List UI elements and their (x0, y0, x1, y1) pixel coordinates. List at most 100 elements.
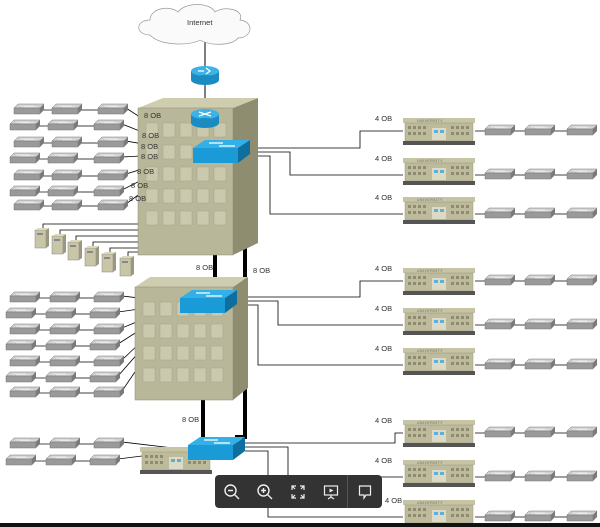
building-window (162, 144, 176, 160)
access-switch (97, 169, 129, 181)
access-switch (484, 470, 516, 482)
router (191, 109, 219, 128)
core-switch-1 (193, 140, 250, 163)
access-switch (524, 470, 556, 482)
access-switch (47, 119, 79, 131)
access-switch (93, 386, 125, 398)
zoom-in-button[interactable] (248, 475, 281, 508)
core-switch-3 (188, 437, 245, 460)
server (67, 239, 83, 261)
link (236, 280, 403, 298)
link-label: 8 OB (141, 152, 158, 161)
uplink-label: 4 OB (375, 154, 392, 163)
access-switch (5, 339, 37, 351)
building-window (213, 210, 227, 226)
building-window (196, 166, 210, 182)
internet-label: Internet (187, 18, 213, 27)
building-window (145, 166, 159, 182)
access-switch (89, 339, 121, 351)
access-switch (47, 152, 79, 164)
access-switch (524, 318, 556, 330)
access-switch (524, 358, 556, 370)
uplink-label: 4 OB (375, 416, 392, 425)
building-window (213, 188, 227, 204)
building-window (196, 210, 210, 226)
access-switch (566, 124, 598, 136)
link-label: 8 OB (142, 131, 159, 140)
access-switch (51, 169, 83, 181)
building-window (193, 367, 207, 383)
access-switch (93, 185, 125, 197)
building-window (196, 188, 210, 204)
building-window (179, 166, 193, 182)
fit-screen-button[interactable] (281, 475, 314, 508)
zoom-out-icon (223, 483, 239, 499)
access-switch (484, 207, 516, 219)
switch-arrows (209, 142, 235, 147)
access-switch (9, 185, 41, 197)
access-switch (566, 318, 598, 330)
access-switch (9, 119, 41, 131)
device-top (191, 66, 219, 76)
access-switch (51, 103, 83, 115)
building-window (142, 301, 156, 317)
switch-top (180, 290, 237, 298)
link (250, 130, 403, 149)
server (34, 227, 50, 249)
campus-building: UNIVERSITY (402, 307, 476, 336)
campus-building: UNIVERSITY (402, 267, 476, 296)
device-bottom (191, 118, 219, 128)
comment-button[interactable] (348, 475, 381, 508)
server (119, 255, 135, 277)
building-roof (138, 98, 258, 108)
link-label: 8 OB (141, 142, 158, 151)
core-link-label: 8 OB (253, 266, 270, 275)
access-switch (9, 355, 41, 367)
campus-building: UNIVERSITY (402, 419, 476, 448)
viewer-toolbar (215, 475, 382, 508)
access-switch (13, 169, 45, 181)
switch-front (180, 298, 225, 313)
access-switch (484, 168, 516, 180)
core-link-label: 8 OB (182, 415, 199, 424)
switch-side (238, 140, 250, 163)
access-switch (49, 437, 81, 449)
present-button[interactable] (314, 475, 347, 508)
uplink-label: 4 OB (385, 496, 402, 505)
campus-sign: UNIVERSITY (417, 159, 443, 163)
access-switch (9, 323, 41, 335)
access-switch (89, 371, 121, 383)
access-switch (5, 371, 37, 383)
campus-sign: UNIVERSITY (417, 309, 443, 313)
access-switch (89, 454, 121, 466)
server (51, 233, 67, 255)
building-window (159, 345, 173, 361)
access-switch (93, 355, 125, 367)
access-switch (9, 386, 41, 398)
building-window (210, 367, 224, 383)
building-window (162, 210, 176, 226)
access-switch (566, 207, 598, 219)
access-switch (524, 426, 556, 438)
core-switch-2 (180, 290, 237, 313)
building-window (176, 345, 190, 361)
zoom-out-button[interactable] (215, 475, 248, 508)
link (250, 155, 403, 215)
link-label: 8 OB (144, 111, 161, 120)
server (84, 245, 100, 267)
switch-front (188, 445, 233, 460)
building-window (145, 188, 159, 204)
access-switch (51, 136, 83, 148)
building-window (213, 166, 227, 182)
access-switch (97, 103, 129, 115)
access-switch (93, 323, 125, 335)
building-side (233, 98, 258, 255)
building-window (193, 323, 207, 339)
building-window (179, 144, 193, 160)
building-window (210, 345, 224, 361)
access-switch (484, 510, 516, 522)
campus-building: UNIVERSITY (402, 196, 476, 225)
access-switch (524, 124, 556, 136)
access-switch (484, 358, 516, 370)
